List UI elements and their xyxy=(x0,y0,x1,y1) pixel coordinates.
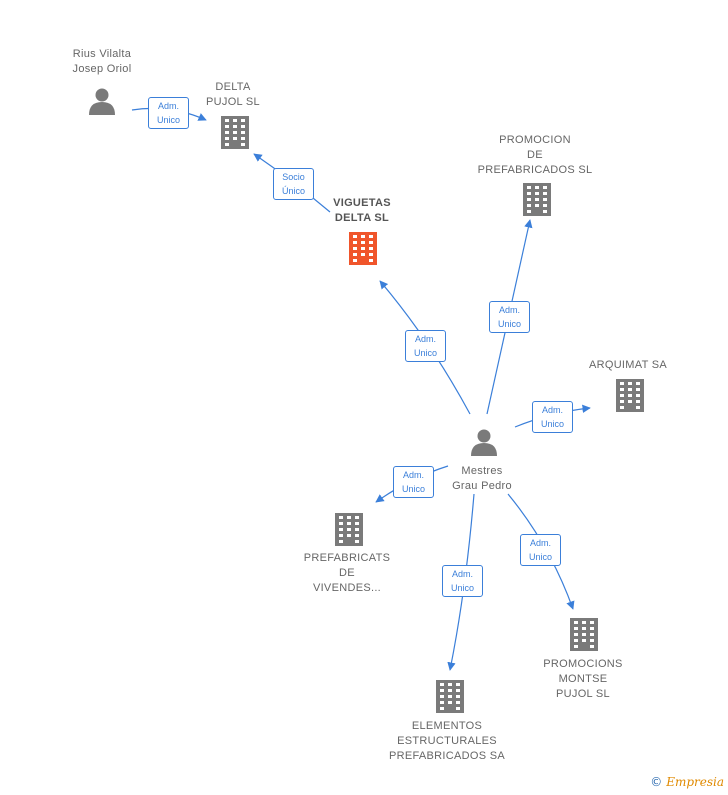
relation-label: Adm. Unico xyxy=(405,330,446,362)
person-icon xyxy=(89,88,115,115)
brand-name: Empresia xyxy=(666,775,724,789)
building-icon xyxy=(349,232,377,265)
building-icon xyxy=(616,379,644,412)
brand-logo[interactable]: ©Empresia xyxy=(650,775,724,789)
building-icon xyxy=(221,116,249,149)
relation-label: Socio Único xyxy=(273,168,314,200)
relation-label: Adm. Unico xyxy=(520,534,561,566)
node-label-rius-vilalta[interactable]: Rius Vilalta Josep Oriol xyxy=(72,48,132,75)
person-icon xyxy=(471,429,497,456)
building-icon xyxy=(570,618,598,651)
copyright-symbol: © xyxy=(650,775,663,789)
building-icon xyxy=(523,183,551,216)
relation-label: Adm. Unico xyxy=(532,401,573,433)
relation-label: Adm. Unico xyxy=(442,565,483,597)
relation-label: Adm. Unico xyxy=(393,466,434,498)
relation-label: Adm. Unico xyxy=(148,97,189,129)
relation-label: Adm. Unico xyxy=(489,301,530,333)
node-label-arquimat[interactable]: ARQUIMAT SA xyxy=(588,359,668,371)
node-label-promocion-prefabricados[interactable]: PROMOCION DE PREFABRICADOS SL xyxy=(477,134,593,176)
node-label-delta-pujol[interactable]: DELTA PUJOL SL xyxy=(206,81,260,108)
building-icon xyxy=(436,680,464,713)
node-label-elementos-estructurales[interactable]: ELEMENTOS ESTRUCTURALES PREFABRICADOS SA xyxy=(388,720,506,762)
node-label-promocions-montse[interactable]: PROMOCIONS MONTSE PUJOL SL xyxy=(543,658,623,700)
building-icon xyxy=(335,513,363,546)
node-label-mestres-grau[interactable]: Mestres Grau Pedro xyxy=(452,465,512,492)
node-label-viguetas-delta[interactable]: VIGUETAS DELTA SL xyxy=(333,197,391,224)
node-label-prefabricats-vivendes[interactable]: PREFABRICATS DE VIVENDES... xyxy=(303,552,391,594)
